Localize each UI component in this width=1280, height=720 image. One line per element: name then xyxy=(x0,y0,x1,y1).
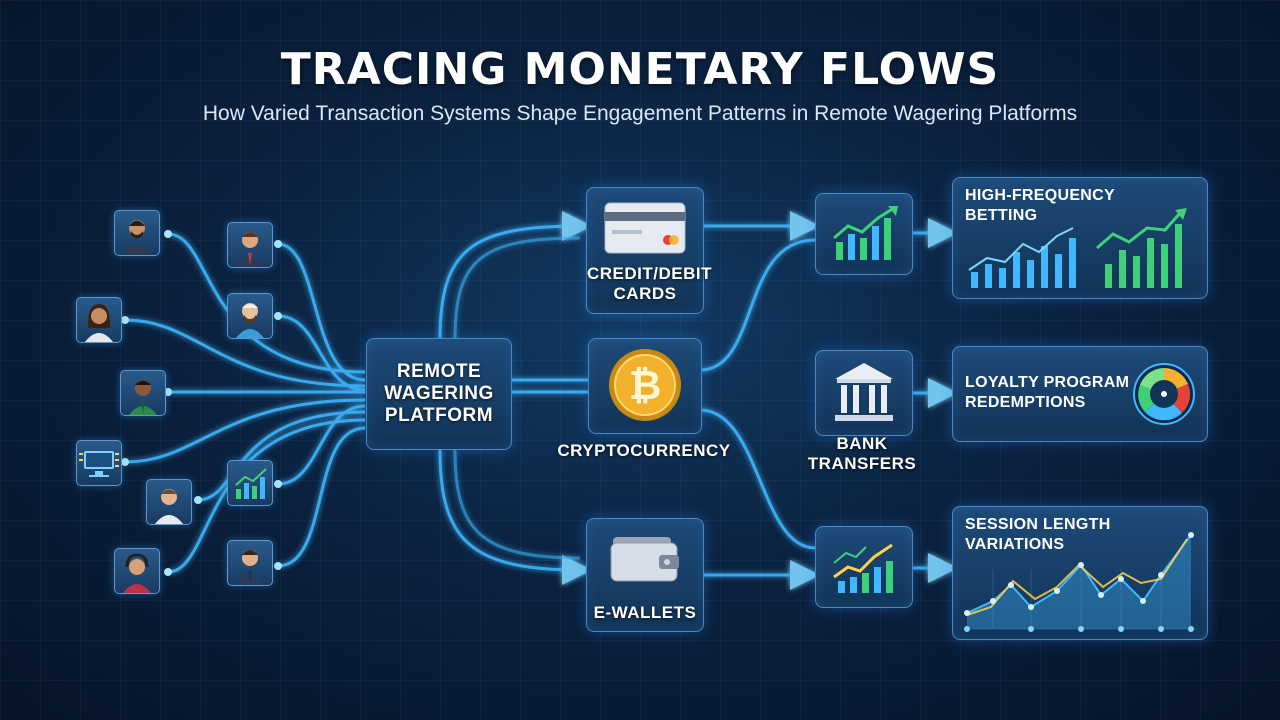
bank-transfers-node xyxy=(815,350,913,436)
betting-title-line2: BETTING xyxy=(965,207,1038,224)
bank-label-line2: TRANSFERS xyxy=(807,454,917,473)
cards-label-line2: CARDS xyxy=(613,284,677,303)
user-avatar-icon xyxy=(120,370,166,416)
page-title: TRACING MONETARY FLOWS xyxy=(280,44,1000,95)
loyalty-title-line1: LOYALTY PROGRAM xyxy=(965,374,1130,391)
computer-icon xyxy=(76,440,122,486)
user-avatar-icon xyxy=(76,297,122,343)
e-wallets-node: E-WALLETS xyxy=(586,518,704,632)
credit-card-icon xyxy=(604,202,686,259)
platform-label-line2: WAGERING xyxy=(384,383,494,404)
bar-chart-icon xyxy=(227,460,273,506)
user-avatar-icon xyxy=(146,479,192,525)
outcome-loyalty-program: LOYALTY PROGRAM REDEMPTIONS xyxy=(952,346,1208,442)
betting-title-line1: HIGH-FREQUENCY xyxy=(965,187,1115,204)
user-avatar-icon xyxy=(114,210,160,256)
outcome-high-frequency-betting: HIGH-FREQUENCY BETTING xyxy=(952,177,1208,299)
wallet-icon xyxy=(609,533,681,588)
chart-node-session xyxy=(815,526,913,608)
user-avatar-icon xyxy=(227,222,273,268)
chart-node-betting xyxy=(815,193,913,275)
session-area-chart-graphic xyxy=(961,529,1201,640)
user-avatar-icon xyxy=(227,293,273,339)
credit-debit-cards-node: CREDIT/DEBIT CARDS xyxy=(586,187,712,314)
loyalty-title-line2: REDEMPTIONS xyxy=(965,394,1086,411)
svg-text:₿: ₿ xyxy=(629,363,662,409)
outcome-session-length: SESSION LENGTH VARIATIONS xyxy=(952,506,1208,640)
bitcoin-icon: ₿ xyxy=(607,347,683,428)
session-title-line2: VARIATIONS xyxy=(965,536,1065,553)
ewallets-label: E-WALLETS xyxy=(593,603,697,622)
betting-chart-graphic xyxy=(967,208,1197,295)
cryptocurrency-node: ₿ xyxy=(588,338,702,434)
page-subtitle: How Varied Transaction Systems Shape Eng… xyxy=(202,102,1078,125)
platform-label-line1: REMOTE xyxy=(396,361,482,382)
rising-chart-icon xyxy=(830,204,900,269)
session-title-line1: SESSION LENGTH xyxy=(965,516,1111,533)
rising-chart-icon xyxy=(830,537,900,602)
user-avatar-icon xyxy=(114,548,160,594)
cards-label-line1: CREDIT/DEBIT xyxy=(587,264,712,283)
crypto-label: CRYPTOCURRENCY xyxy=(557,441,731,460)
bank-label-line1: BANK xyxy=(836,434,888,453)
user-avatar-icon xyxy=(227,540,273,586)
platform-label-line3: PLATFORM xyxy=(384,405,494,426)
remote-wagering-platform: REMOTE WAGERING PLATFORM xyxy=(366,338,512,450)
gauge-icon xyxy=(1131,361,1197,432)
bank-icon xyxy=(831,359,897,432)
